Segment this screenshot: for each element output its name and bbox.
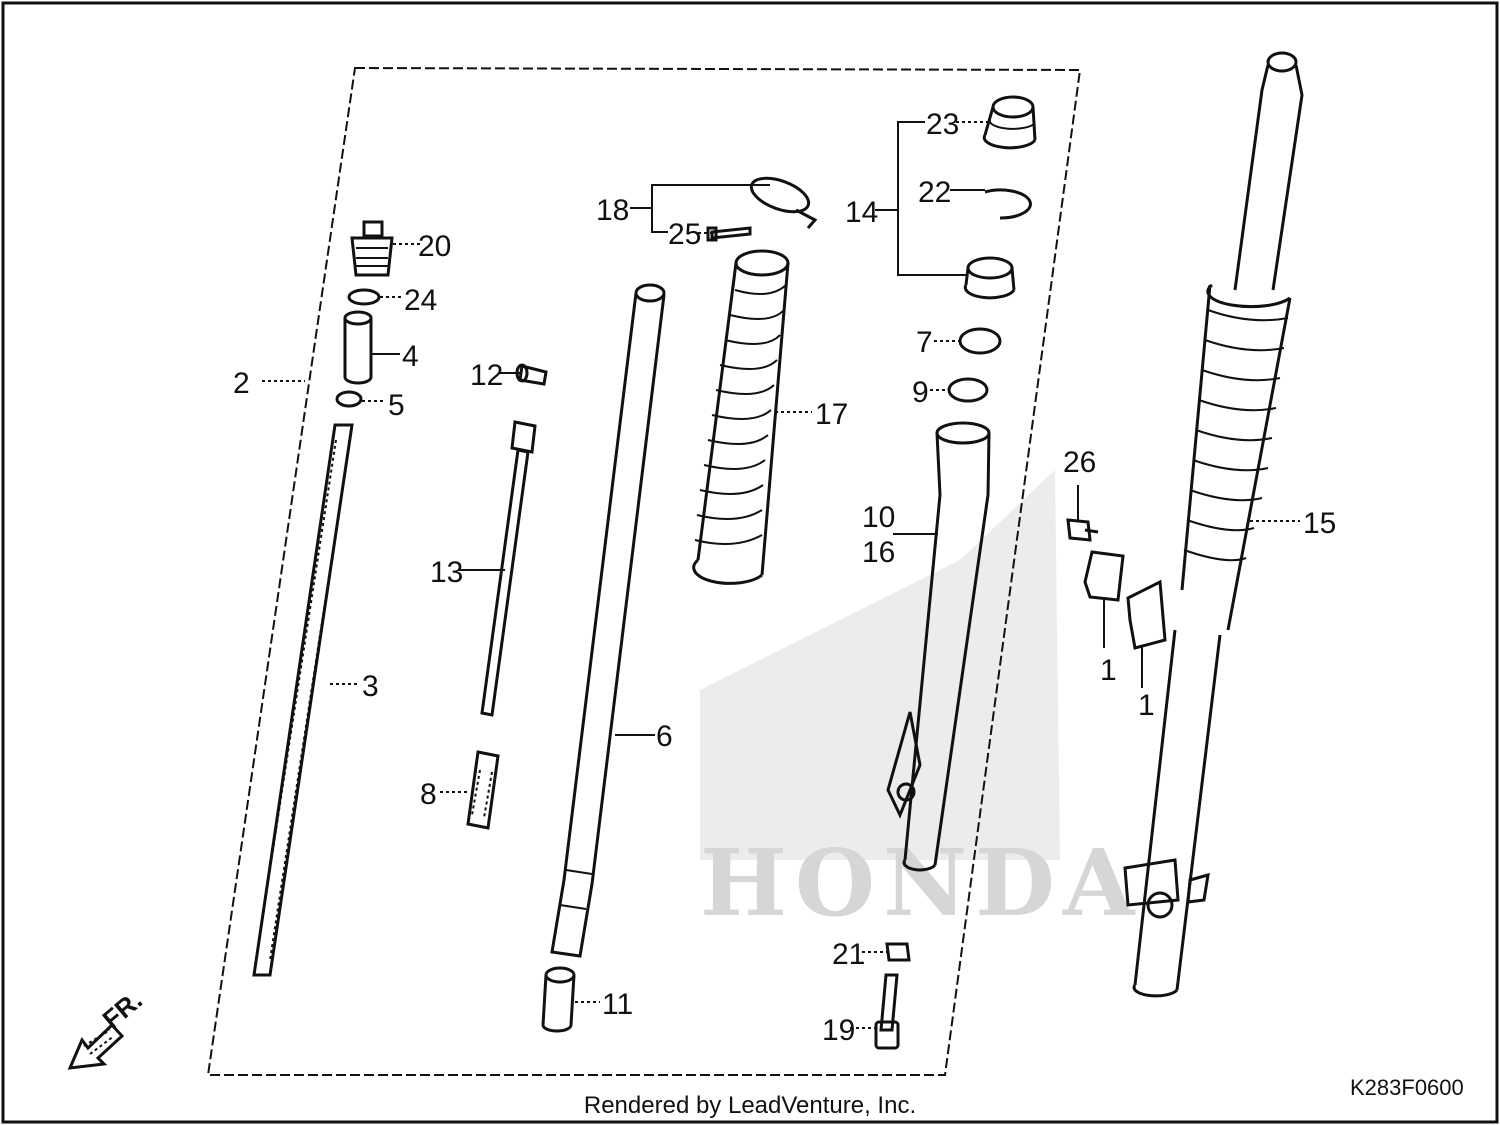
callout-7: 7 [916,326,933,359]
part-spacer [343,310,373,385]
part-bolt [1066,518,1099,542]
part-screw [706,226,752,242]
callout-8: 8 [420,778,437,811]
callout-18: 18 [596,194,629,227]
callout-16: 16 [862,536,895,569]
leader-lines [262,121,1300,1029]
part-boot-band [749,176,818,229]
callout-19: 19 [822,1014,855,1047]
callout-24: 24 [404,284,437,317]
part-bushing-small [515,363,548,386]
callout-2: 2 [233,367,250,400]
front-direction-arrow: FR. [67,985,148,1070]
diagram-code: K283F0600 [1350,1075,1464,1100]
callout-14: 14 [845,196,878,229]
part-slide-bushing [958,327,1002,355]
callout-9: 9 [912,376,929,409]
callout-20: 20 [418,230,451,263]
callout-22: 22 [918,176,951,209]
callout-1b: 1 [1138,689,1155,722]
callout-1a: 1 [1100,654,1117,687]
callout-17: 17 [815,398,848,431]
watermark-text: HONDA [700,829,1142,937]
part-front-fork-assembly [1123,51,1304,998]
part-circlip [984,188,1032,220]
callout-23: 23 [926,108,959,141]
callout-25: 25 [668,218,701,251]
callout-13: 13 [430,556,463,589]
callout-5: 5 [388,389,405,422]
callout-10: 10 [862,501,895,534]
part-oil-seal [963,256,1016,300]
part-o-ring [347,288,381,306]
honda-watermark: HONDA [700,470,1142,937]
part-guide-bushing [947,377,989,403]
part-cap-bolt [350,220,394,277]
callout-21: 21 [832,938,865,971]
callout-labels: 1 1 2 3 4 5 6 7 8 9 10 11 12 13 14 15 16… [233,108,1336,1047]
assembly-frame [206,66,1082,1076]
callout-11: 11 [602,988,633,1021]
callout-4: 4 [402,340,419,373]
part-washer [335,390,363,408]
part-fork-slider [886,421,991,872]
callout-6: 6 [656,720,673,753]
callout-3: 3 [362,670,379,703]
part-socket-bolt [874,973,900,1050]
direction-label: FR. [97,985,148,1035]
part-rebound-spring [466,750,500,830]
callout-15: 15 [1303,507,1336,540]
callout-12: 12 [470,359,503,392]
part-damper-rod [480,420,537,717]
part-dust-seal [982,95,1037,150]
part-guide-b [1126,579,1167,650]
part-fork-pipe [550,283,666,958]
callout-26: 26 [1063,446,1096,479]
footer-credit: Rendered by LeadVenture, Inc. [584,1092,916,1119]
part-guide-a [1083,550,1125,602]
part-fork-spring [252,423,354,977]
part-sealing-washer [885,942,911,962]
part-oil-lock-piece [541,966,576,1033]
part-fork-boot [692,249,790,585]
